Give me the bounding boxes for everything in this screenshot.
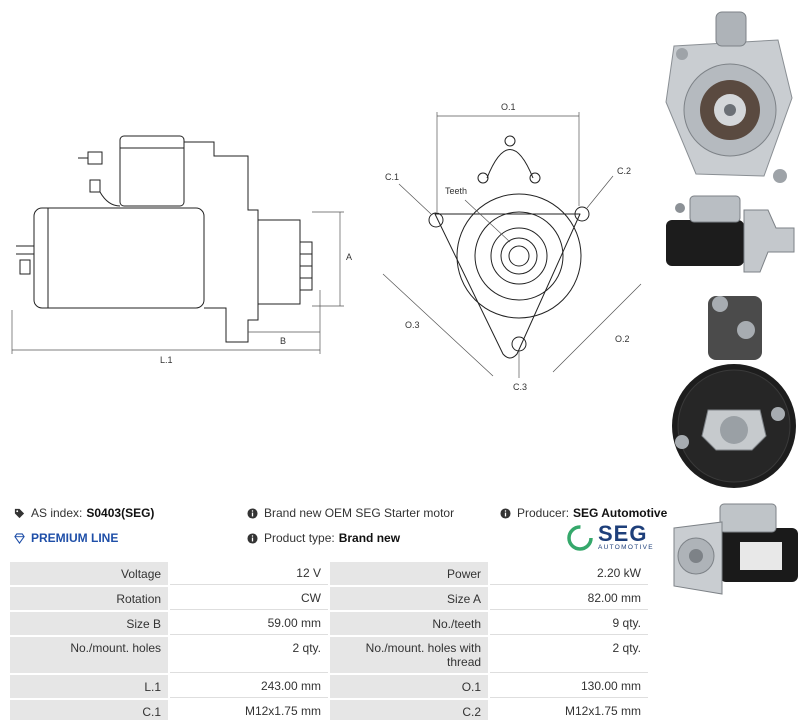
seg-logo-sub: AUTOMOTIVE: [598, 544, 654, 551]
table-row: L.1 243.00 mm O.1 130.00 mm: [10, 675, 648, 698]
spec-label: C.1: [10, 700, 169, 720]
spec-label: O.1: [329, 675, 489, 698]
seg-logo-word: SEG: [598, 521, 648, 546]
spec-label: Rotation: [10, 587, 169, 610]
spec-value: 9 qty.: [490, 612, 648, 635]
dim-o3-label: O.3: [405, 320, 420, 330]
premium-line-label: PREMIUM LINE: [31, 531, 119, 545]
info-icon: [247, 507, 258, 519]
as-index-value: S0403(SEG): [86, 506, 155, 520]
table-row: No./mount. holes 2 qty. No./mount. holes…: [10, 637, 648, 673]
spec-value: 2 qty.: [490, 637, 648, 673]
flange-bore: [456, 193, 582, 319]
seg-automotive-logo: SEG AUTOMOTIVE: [566, 521, 654, 552]
starter-motor-angle-photo[interactable]: [660, 498, 800, 610]
premium-line-badge: PREMIUM LINE: [14, 531, 118, 545]
starter-motor-front-photo[interactable]: [660, 6, 800, 186]
producer-value: SEG Automotive: [573, 506, 668, 520]
dim-c1-label: C.1: [385, 172, 399, 182]
spec-value: 2 qty.: [170, 637, 328, 673]
dim-o2-label: O.2: [615, 334, 630, 344]
starter-motor-side-photo[interactable]: [660, 188, 800, 278]
photo-gallery: [660, 0, 800, 720]
description-line: Brand new OEM SEG Starter motor: [247, 506, 454, 520]
spec-label: Size B: [10, 612, 169, 635]
spec-value: 243.00 mm: [170, 675, 328, 698]
table-row: Size B 59.00 mm No./teeth 9 qty.: [10, 612, 648, 635]
spec-value: 59.00 mm: [170, 612, 328, 635]
dim-b-label: B: [280, 336, 286, 346]
dim-teeth-label: Teeth: [445, 186, 467, 196]
seg-ring-icon: [567, 525, 593, 551]
spec-value: M12x1.75 mm: [490, 700, 648, 720]
specs-table: Voltage 12 V Power 2.20 kW Rotation CW S…: [8, 560, 650, 720]
product-type-value: Brand new: [338, 531, 401, 545]
starter-motor-rear-photo[interactable]: [660, 284, 800, 492]
spec-label: L.1: [10, 675, 169, 698]
spec-label: C.2: [329, 700, 489, 720]
dim-c2-label: C.2: [617, 166, 631, 176]
motor-housing: [33, 207, 205, 309]
mount-hole-c2: [574, 206, 590, 222]
mount-flange: [434, 213, 581, 359]
spec-label: Voltage: [10, 562, 169, 585]
spec-label: Size A: [329, 587, 489, 610]
producer-label: Producer:: [517, 506, 570, 520]
spec-value: 12 V: [170, 562, 328, 585]
spec-label: No./teeth: [329, 612, 489, 635]
front-view-drawing: O.1 O.2 O.3 C.1 C.2 C.3 Teeth: [382, 102, 642, 392]
spec-label: No./mount. holes: [10, 637, 169, 673]
dim-a-label: A: [346, 252, 352, 262]
info-icon: [247, 532, 258, 544]
tag-icon: [14, 508, 25, 518]
as-index-line: AS index: S0403(SEG): [14, 506, 154, 520]
pinion-gear: [500, 237, 538, 275]
spec-label: Power: [329, 562, 489, 585]
producer-line: Producer: SEG Automotive: [500, 506, 667, 520]
as-index-label: AS index:: [31, 506, 83, 520]
table-row: Voltage 12 V Power 2.20 kW: [10, 562, 648, 585]
spec-value: 82.00 mm: [490, 587, 648, 610]
spec-value: 2.20 kW: [490, 562, 648, 585]
spec-value: CW: [170, 587, 328, 610]
dim-l1-label: L.1: [160, 355, 173, 365]
side-view-drawing: L.1 B A: [11, 135, 352, 365]
diamond-icon: [14, 532, 25, 544]
description-text: Brand new OEM SEG Starter motor: [264, 506, 455, 520]
solenoid: [119, 135, 185, 207]
product-type-line: Product type: Brand new: [247, 531, 400, 545]
mount-hole-c1: [428, 212, 444, 228]
table-row: Rotation CW Size A 82.00 mm: [10, 587, 648, 610]
product-type-label: Product type:: [264, 531, 335, 545]
spec-label: No./mount. holes with thread: [329, 637, 489, 673]
table-row: C.1 M12x1.75 mm C.2 M12x1.75 mm: [10, 700, 648, 720]
dim-o1-label: O.1: [501, 102, 516, 112]
spec-value: M12x1.75 mm: [170, 700, 328, 720]
spec-value: 130.00 mm: [490, 675, 648, 698]
dim-c3-label: C.3: [513, 382, 527, 392]
info-icon: [500, 507, 511, 519]
